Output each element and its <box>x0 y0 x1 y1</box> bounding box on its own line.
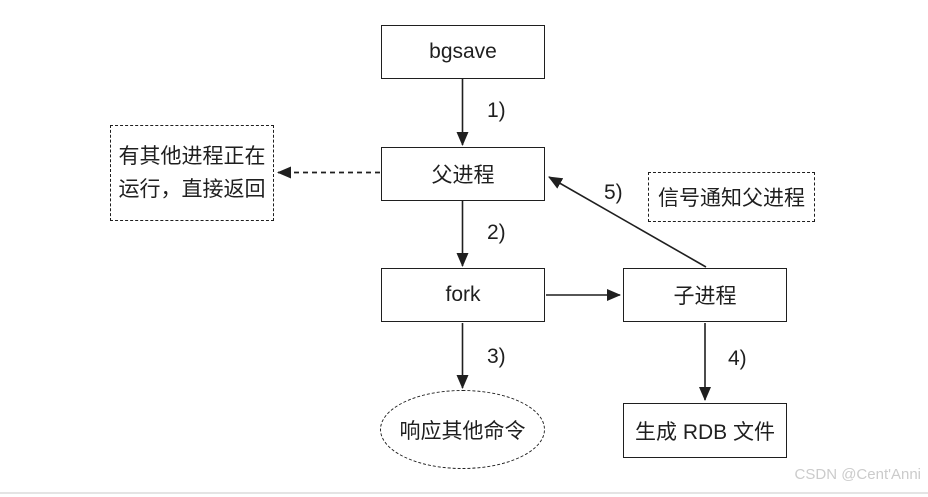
note-other-process-running-return: 有其他进程正在 运行，直接返回 <box>110 125 274 221</box>
note-signal-notify-parent: 信号通知父进程 <box>648 172 815 222</box>
note-return-line-2: 运行，直接返回 <box>118 178 266 201</box>
node-parent-process: 父进程 <box>381 147 545 201</box>
node-parent-process-label: 父进程 <box>431 164 495 187</box>
node-bgsave: bgsave <box>381 25 545 79</box>
edge-label-step3: 3) <box>487 345 506 368</box>
csdn-watermark: CSDN @Cent'Anni <box>794 466 921 483</box>
node-respond-other-commands: 响应其他命令 <box>380 390 545 469</box>
node-generate-rdb-file-label: 生成 RDB 文件 <box>634 420 775 444</box>
edge-label-step4: 4) <box>728 347 747 370</box>
bottom-divider <box>0 492 928 494</box>
node-generate-rdb-file: 生成 RDB 文件 <box>623 403 787 458</box>
node-fork: fork <box>381 268 545 322</box>
node-fork-label: fork <box>445 283 481 306</box>
note-return-line-1: 有其他进程正在 <box>118 145 266 168</box>
node-child-process: 子进程 <box>623 268 787 322</box>
node-respond-other-commands-label: 响应其他命令 <box>399 419 526 443</box>
node-bgsave-label: bgsave <box>429 40 497 63</box>
note-signal-notify-parent-label: 信号通知父进程 <box>658 187 805 210</box>
edge-label-step5: 5) <box>604 181 623 204</box>
edge-label-step2: 2) <box>487 221 506 244</box>
node-child-process-label: 子进程 <box>673 285 737 308</box>
edge-label-step1: 1) <box>487 99 506 122</box>
